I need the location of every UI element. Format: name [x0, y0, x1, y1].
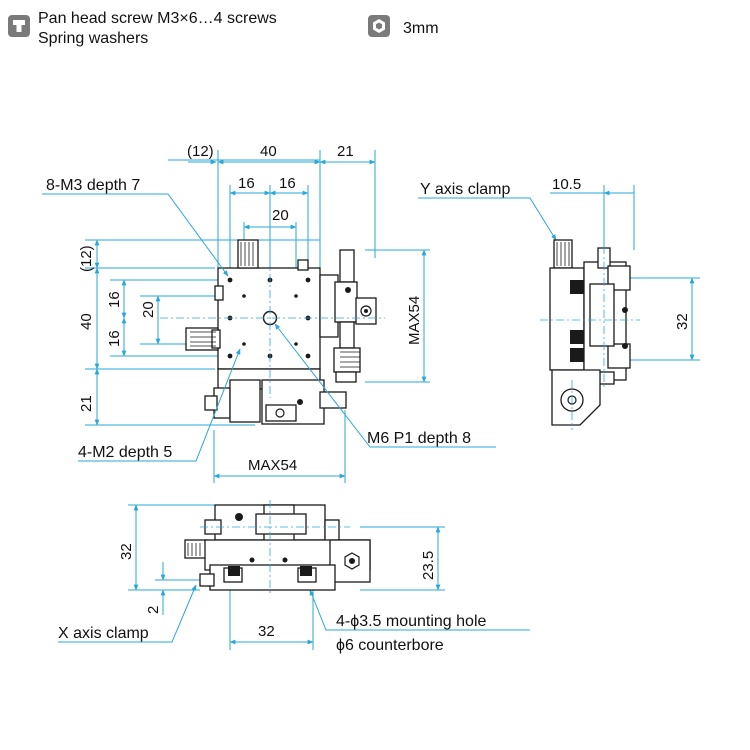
dim-40-top: 40 — [260, 143, 277, 160]
dim-12-top: (12) — [187, 143, 214, 160]
dim-16-left-a: 16 — [106, 291, 123, 308]
dim-max54-right: MAX54 — [406, 296, 423, 345]
dim-16-left-b: 16 — [106, 330, 123, 347]
dim-16-a: 16 — [238, 175, 255, 192]
top-view: (12) 40 21 16 16 20 (12) 40 16 16 20 21 … — [42, 143, 496, 483]
mounting-hole-label: 4-ϕ3.5 mounting hole — [336, 613, 486, 630]
dim-20-top: 20 — [272, 207, 289, 224]
dim-16-b: 16 — [279, 175, 296, 192]
dim-21-top: 21 — [337, 143, 354, 160]
dim-2: 2 — [145, 606, 162, 614]
small-holes-label: 4-M2 depth 5 — [78, 444, 172, 461]
screw-icon — [8, 15, 30, 37]
dim-12-left: (12) — [78, 245, 95, 272]
y-axis-clamp-label: Y axis clamp — [420, 181, 511, 198]
center-hole-label: M6 P1 depth 8 — [367, 430, 471, 447]
dim-10-5: 10.5 — [552, 176, 581, 193]
side-view: Y axis clamp 10.5 32 — [418, 176, 700, 430]
dim-32-side: 32 — [674, 313, 691, 330]
legend: Pan head screw M3×6…4 screws Spring wash… — [0, 0, 750, 60]
dim-40-left: 40 — [78, 313, 95, 330]
dim-max54-bottom: MAX54 — [248, 457, 297, 474]
dim-20-left: 20 — [140, 301, 157, 318]
dim-21-left: 21 — [78, 395, 95, 412]
dim-32-front-bottom: 32 — [258, 623, 275, 640]
hex-key-size: 3mm — [403, 20, 439, 37]
dim-23-5: 23.5 — [420, 551, 437, 580]
x-axis-clamp-label: X axis clamp — [58, 625, 149, 642]
hex-key-icon — [368, 15, 390, 37]
front-view: 32 2 23.5 32 X axis clamp 4-ϕ3.5 mountin… — [58, 500, 530, 654]
screw-spec-line2: Spring washers — [38, 30, 149, 47]
tapped-holes-label: 8-M3 depth 7 — [46, 177, 140, 194]
screw-spec-line1: Pan head screw M3×6…4 screws — [38, 10, 277, 27]
counterbore-label: ϕ6 counterbore — [336, 637, 444, 654]
dim-32-front-left: 32 — [118, 543, 135, 560]
